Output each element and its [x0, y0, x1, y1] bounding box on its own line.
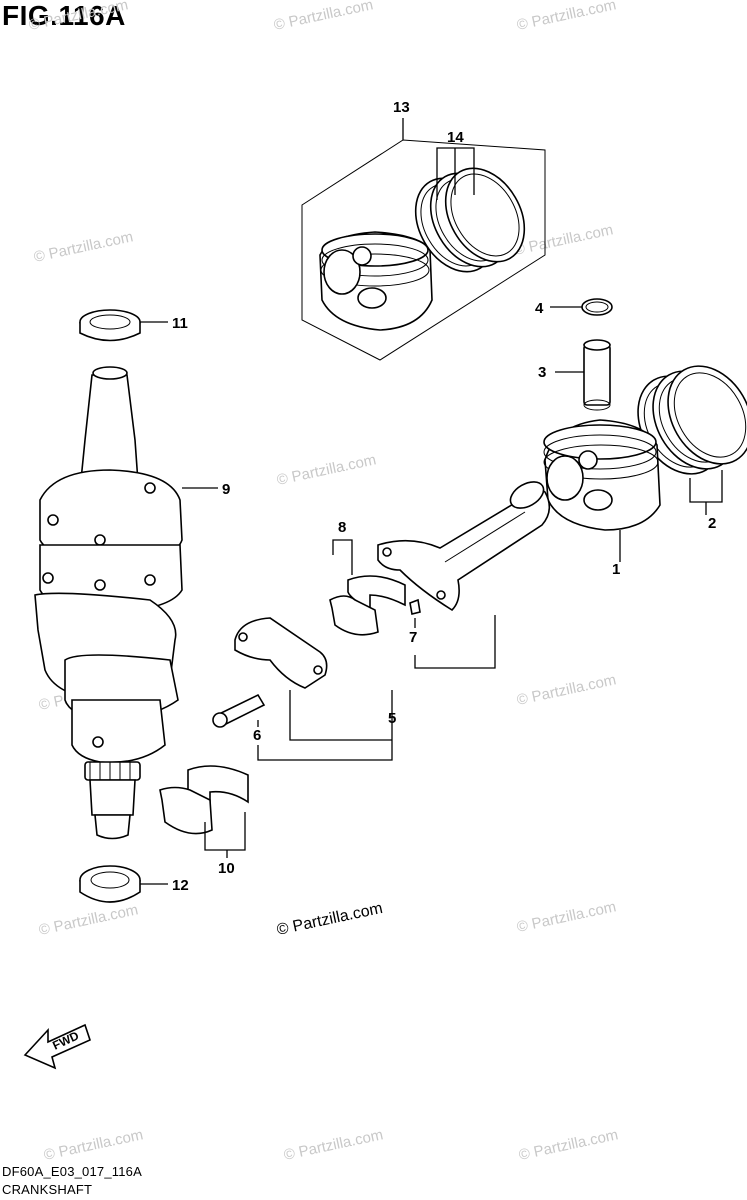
crankshaft[interactable] — [34, 366, 183, 840]
callout-12[interactable]: 12 — [172, 877, 189, 894]
watermark: © Partzilla.com — [42, 1126, 144, 1164]
callout-labels: 1 2 3 4 5 6 7 8 9 10 11 12 13 14 — [172, 99, 716, 894]
watermark: © Partzilla.com — [37, 901, 139, 939]
callout-2[interactable]: 2 — [708, 515, 716, 532]
callout-9[interactable]: 9 — [222, 481, 230, 498]
upper-oil-seal[interactable] — [79, 309, 141, 342]
piston-pin[interactable] — [583, 339, 611, 411]
callout-13[interactable]: 13 — [393, 99, 410, 116]
figure-title: FIG.116A — [2, 0, 126, 31]
leader-lines — [140, 118, 723, 885]
lower-oil-seal[interactable] — [79, 865, 141, 903]
drawing-code: DF60A_E03_017_116A — [2, 1164, 142, 1179]
callout-14[interactable]: 14 — [447, 129, 464, 146]
kit-piston — [319, 231, 433, 331]
callout-1[interactable]: 1 — [612, 561, 620, 578]
watermark: © Partzilla.com — [275, 451, 377, 489]
piston-pin-circlip[interactable] — [581, 298, 613, 316]
watermark: © Partzilla.com — [515, 671, 617, 709]
watermark: © Partzilla.com — [515, 0, 617, 34]
connecting-rod-bearing[interactable] — [329, 575, 406, 636]
watermark: © Partzilla.com — [282, 1126, 384, 1164]
watermark: © Partzilla.com — [515, 898, 617, 936]
callout-4[interactable]: 4 — [535, 300, 544, 317]
watermark: © Partzilla.com — [272, 0, 374, 34]
callout-7[interactable]: 7 — [409, 629, 417, 646]
watermark: © Partzilla.com — [32, 228, 134, 266]
watermark: © Partzilla.com — [27, 0, 129, 34]
section-name: CRANKSHAFT — [2, 1182, 93, 1197]
crankshaft-main-bearing[interactable] — [159, 765, 249, 835]
callout-6[interactable]: 6 — [253, 727, 261, 744]
piston[interactable] — [543, 419, 661, 531]
callout-8[interactable]: 8 — [338, 519, 346, 536]
callout-10[interactable]: 10 — [218, 860, 235, 877]
watermark: © Partzilla.com — [512, 221, 614, 259]
copyright-notice: © Partzilla.com — [275, 900, 384, 939]
fwd-direction-arrow: FWD — [23, 1023, 91, 1070]
piston-set-kit[interactable] — [301, 139, 546, 361]
watermark: © Partzilla.com — [517, 1126, 619, 1164]
callout-11[interactable]: 11 — [172, 315, 188, 332]
callout-3[interactable]: 3 — [538, 364, 546, 381]
piston-ring-set[interactable] — [621, 351, 747, 489]
kit-piston-rings — [414, 167, 526, 273]
connecting-rod[interactable] — [212, 476, 551, 728]
callout-5[interactable]: 5 — [388, 710, 396, 727]
